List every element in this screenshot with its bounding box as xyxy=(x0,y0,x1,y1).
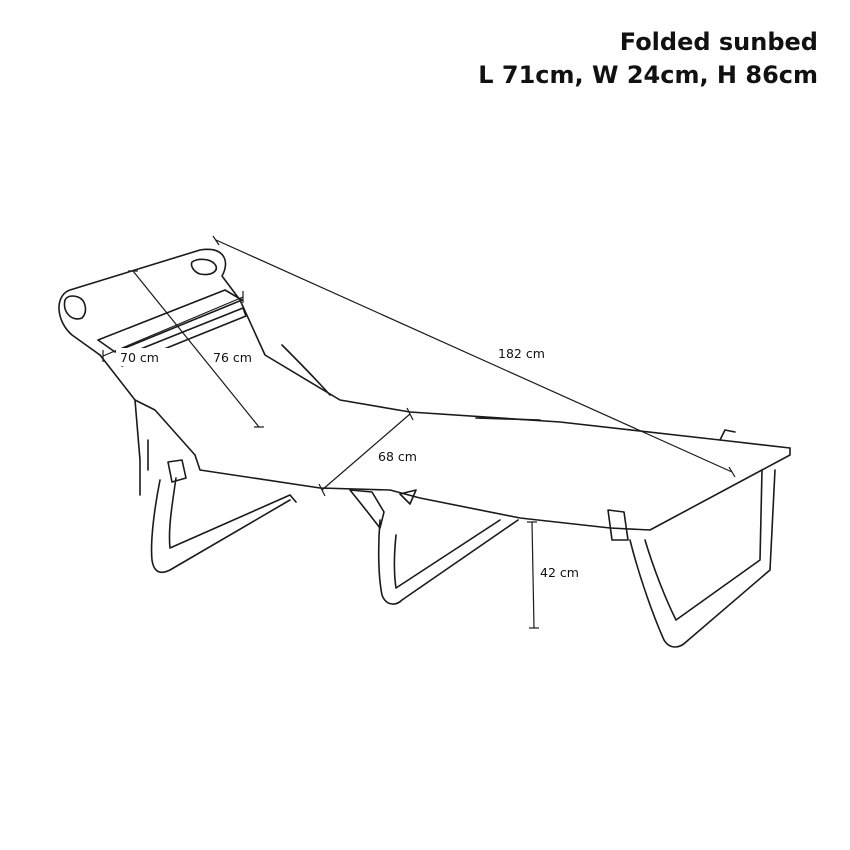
sunbed-outline xyxy=(58,248,791,648)
backrest-dimension xyxy=(128,270,264,428)
seat-top-seam xyxy=(475,417,736,441)
seat-height-label: 42 cm xyxy=(540,565,579,580)
length-label: 182 cm xyxy=(498,346,545,361)
dimension-lines xyxy=(102,235,736,629)
backrest-height-label: 76 cm xyxy=(213,350,252,365)
right-leg-frame xyxy=(629,469,776,648)
length-dimension xyxy=(212,235,736,478)
middle-leg-frame xyxy=(377,519,519,605)
drawing-title: Folded sunbed xyxy=(619,28,818,56)
backrest-pocket xyxy=(281,344,331,396)
middle-hinge xyxy=(349,489,417,529)
seat-long-edge xyxy=(194,447,791,531)
right-hinge xyxy=(607,509,629,541)
folded-dimensions-label: L 71cm, W 24cm, H 86cm xyxy=(478,61,818,89)
headrest-left-handle xyxy=(63,295,87,320)
backrest-front-edge xyxy=(99,354,196,456)
left-leg-frame xyxy=(134,399,297,574)
width-label: 68 cm xyxy=(378,449,417,464)
backrest-frame xyxy=(58,248,791,449)
title-block: Folded sunbed L 71cm, W 24cm, H 86cm xyxy=(478,26,818,92)
seat-height-dimension xyxy=(527,521,539,629)
headrest-width-dimension xyxy=(102,291,244,362)
headrest-width-label-bg xyxy=(116,348,172,366)
width-dimension xyxy=(318,407,414,497)
left-hinge xyxy=(167,459,187,483)
headrest-width-label: 70 cm xyxy=(120,350,159,365)
headrest-right-handle xyxy=(190,258,218,276)
